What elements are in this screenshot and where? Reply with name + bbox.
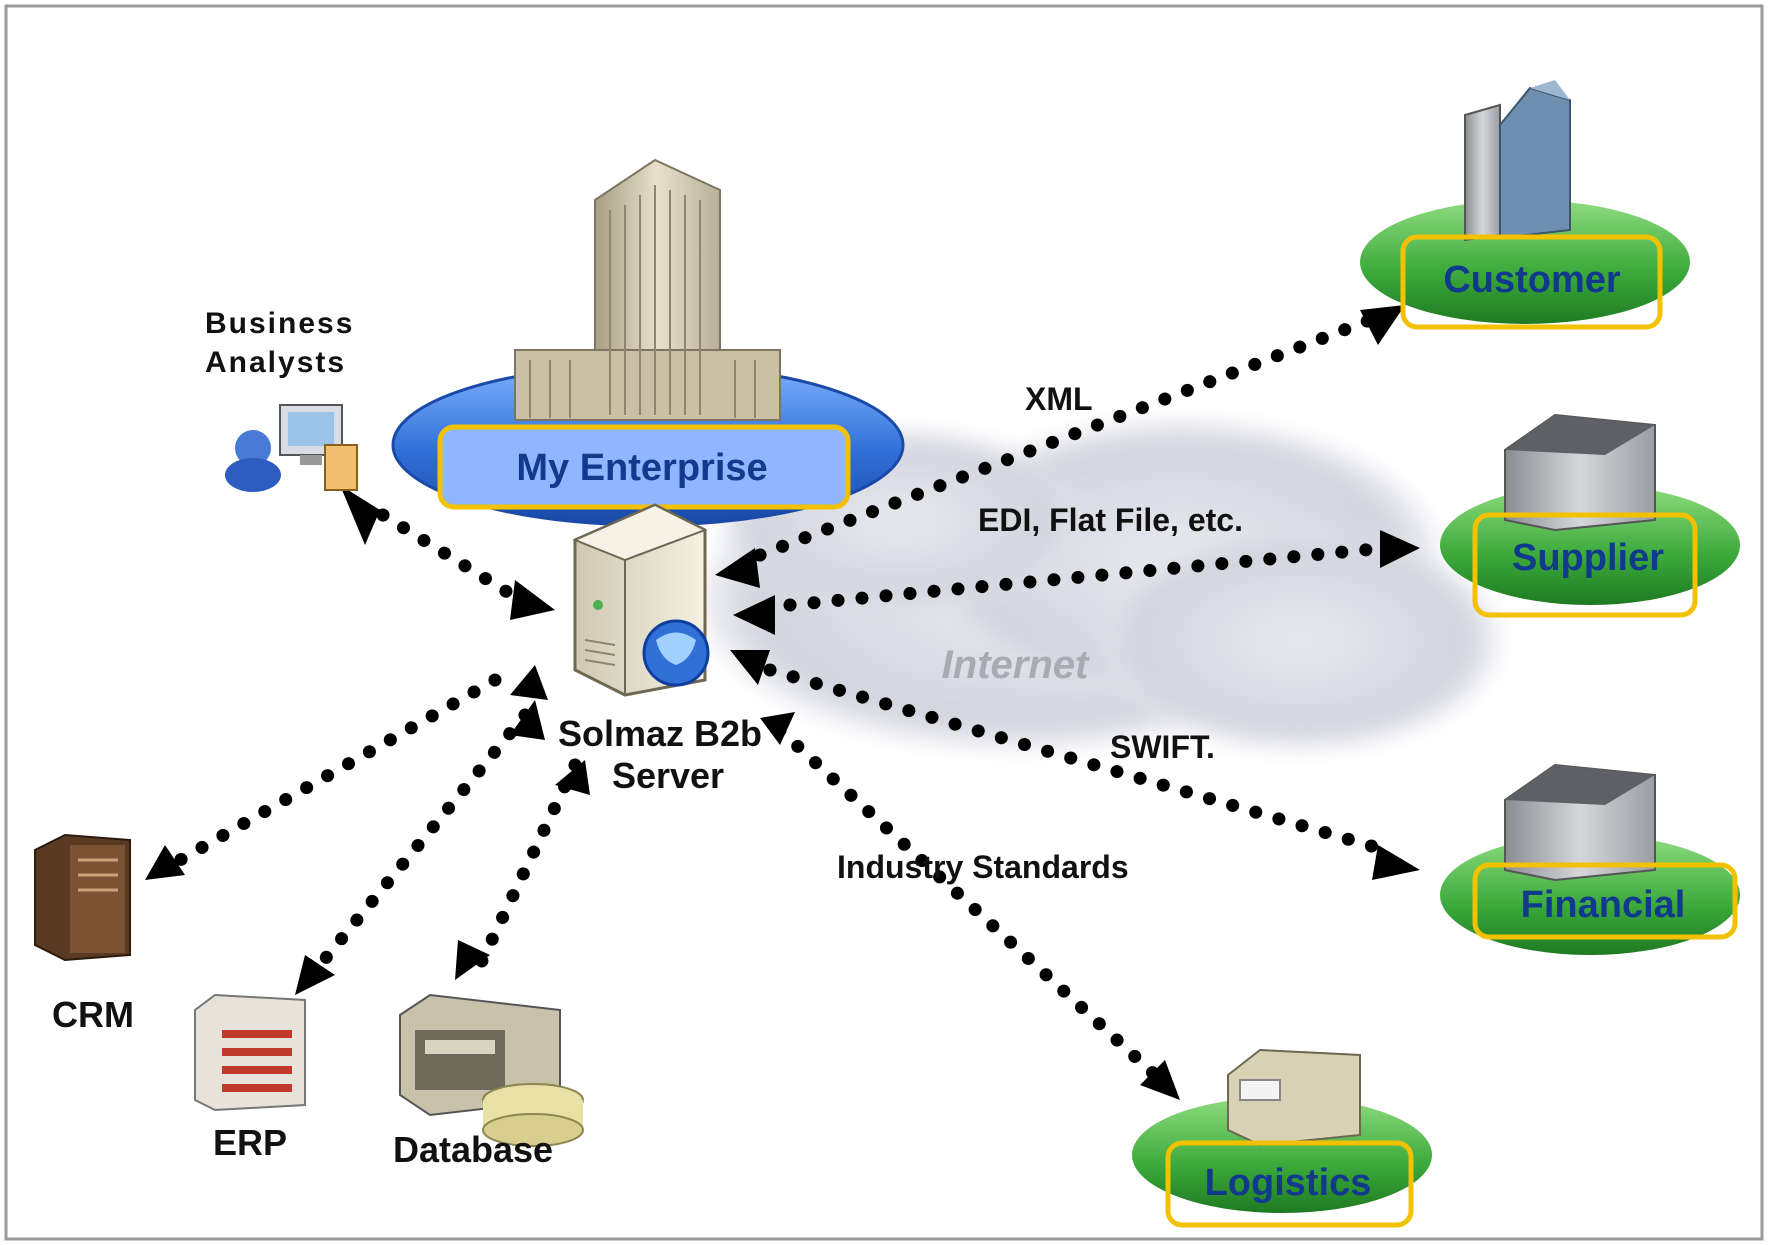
supplier-building-icon — [1504, 413, 1656, 532]
database-node: Database — [393, 993, 584, 1170]
my-enterprise-node: My Enterprise — [391, 158, 905, 527]
analysts-computer-icon — [225, 404, 358, 492]
financial-building-icon — [1504, 763, 1656, 882]
customer-building-icon — [1464, 80, 1571, 242]
arrow-erp — [295, 955, 335, 995]
financial-label: Financial — [1521, 884, 1686, 926]
internet-label: Internet — [942, 643, 1090, 687]
arrow-logistics — [1140, 1060, 1180, 1100]
arrow-server-industry — [760, 712, 795, 745]
crm-node: CRM — [34, 833, 134, 1035]
arrow-financial — [1372, 845, 1420, 880]
arrow-database — [455, 940, 490, 980]
protocol-industry-label: Industry Standards — [837, 849, 1129, 885]
enterprise-building-icon — [514, 158, 781, 421]
server-label-line1: Solmaz B2b — [558, 713, 762, 754]
arrow-customer — [1360, 305, 1405, 345]
customer-node: Customer — [1360, 80, 1690, 330]
crm-label: CRM — [52, 994, 134, 1035]
connector-supplier — [783, 541, 1392, 612]
arrowheads — [145, 305, 1420, 1100]
arrow-server-erp — [510, 700, 545, 740]
business-analysts-line1: Business — [205, 307, 354, 340]
business-analysts-line2: Analysts — [205, 346, 346, 379]
erp-mainframe-icon — [194, 993, 306, 1112]
arrow-server-left — [510, 580, 555, 620]
arrow-supplier — [1380, 530, 1420, 568]
arrow-analysts — [340, 485, 380, 545]
logistics-box-icon — [1227, 1048, 1361, 1147]
customer-label: Customer — [1443, 259, 1621, 301]
crm-server-icon — [34, 833, 131, 962]
server-label-line2: Server — [612, 755, 724, 796]
connector-erp — [313, 708, 532, 972]
protocol-swift-label: SWIFT. — [1110, 729, 1215, 765]
connector-analysts — [376, 508, 527, 607]
arrow-server-edi — [733, 595, 775, 635]
arrow-server-xml — [715, 548, 760, 588]
protocol-edi-label: EDI, Flat File, etc. — [978, 502, 1243, 538]
arrow-crm — [145, 845, 185, 880]
business-analysts-node: Business Analysts — [205, 307, 358, 492]
financial-node: Financial — [1440, 763, 1740, 955]
erp-label: ERP — [213, 1122, 287, 1163]
connectors — [173, 313, 1392, 1082]
logistics-label: Logistics — [1205, 1162, 1372, 1204]
supplier-label: Supplier — [1512, 537, 1664, 579]
protocol-xml-label: XML — [1025, 381, 1093, 417]
b2b-server-node: Solmaz B2b Server — [558, 503, 762, 796]
globe-icon — [642, 619, 710, 687]
database-icon — [399, 993, 584, 1147]
my-enterprise-label: My Enterprise — [516, 447, 767, 489]
erp-node: ERP — [194, 993, 306, 1163]
arrow-server-crm — [510, 665, 548, 700]
connector-financial — [763, 663, 1392, 857]
supplier-node: Supplier — [1440, 413, 1740, 618]
arrow-server-database — [555, 760, 590, 795]
database-label: Database — [393, 1129, 553, 1170]
logistics-node: Logistics — [1132, 1048, 1432, 1228]
internet-cloud — [700, 420, 1500, 750]
arrow-server-swift — [730, 650, 770, 685]
